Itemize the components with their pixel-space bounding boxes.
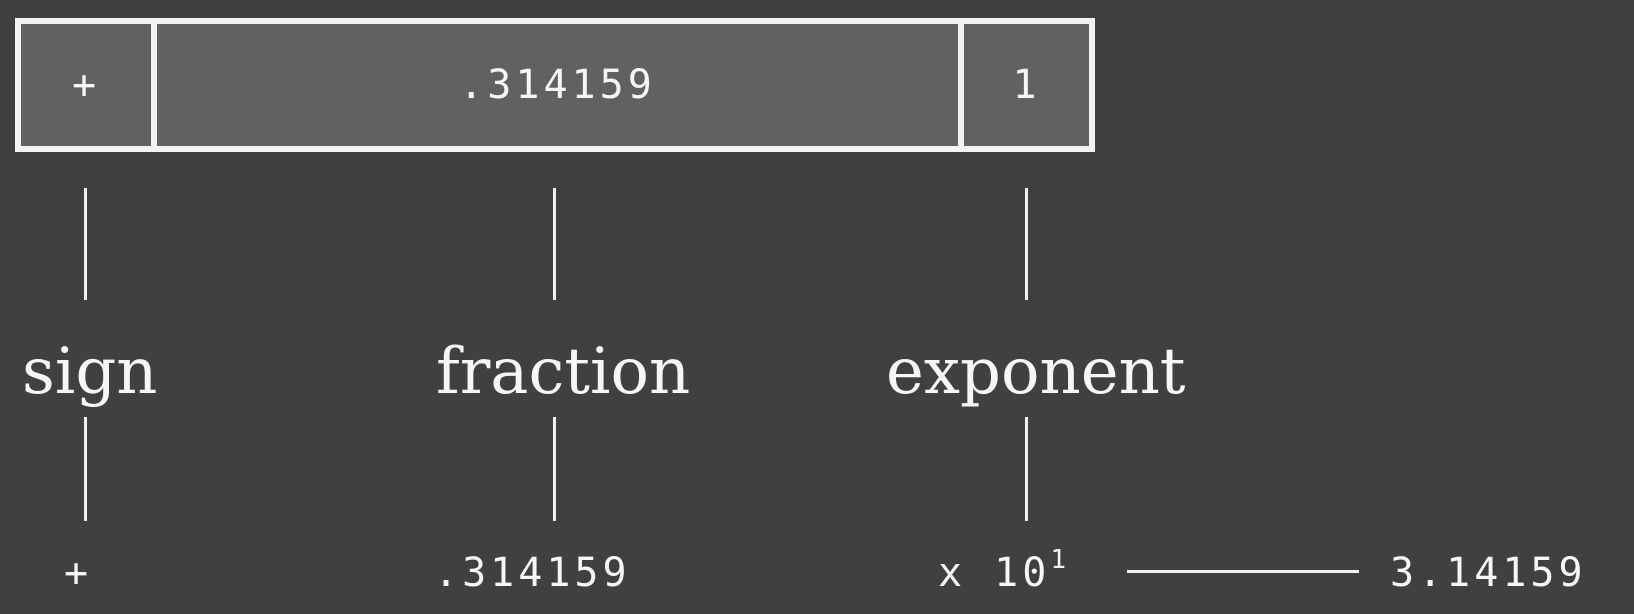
expression-result: 3.14159 — [1390, 550, 1587, 596]
exponent-lower-connector — [1025, 417, 1028, 521]
fraction-field-box: .314159 — [151, 18, 964, 152]
exponent-upper-connector — [1025, 188, 1028, 300]
exponent-field-value: 1 — [1012, 62, 1041, 108]
expression-sign: + — [64, 550, 93, 596]
fraction-field-value: .314159 — [459, 62, 656, 108]
fraction-upper-connector — [553, 188, 556, 300]
sign-field-value: + — [71, 62, 101, 108]
sign-field-box: + — [15, 18, 157, 152]
sign-upper-connector — [84, 188, 87, 300]
sign-label: sign — [22, 335, 158, 409]
fraction-lower-connector — [553, 417, 556, 521]
expression-power: x 101 — [938, 545, 1066, 603]
exponent-label: exponent — [886, 335, 1186, 409]
sign-lower-connector — [84, 417, 87, 521]
fraction-label: fraction — [436, 335, 691, 409]
exponent-field-box: 1 — [958, 18, 1095, 152]
result-connector-line — [1127, 570, 1359, 573]
expression-exponent-superscript: 1 — [1050, 545, 1066, 575]
expression-times-ten: x 10 — [938, 550, 1051, 596]
expression-fraction: .314159 — [434, 550, 631, 596]
